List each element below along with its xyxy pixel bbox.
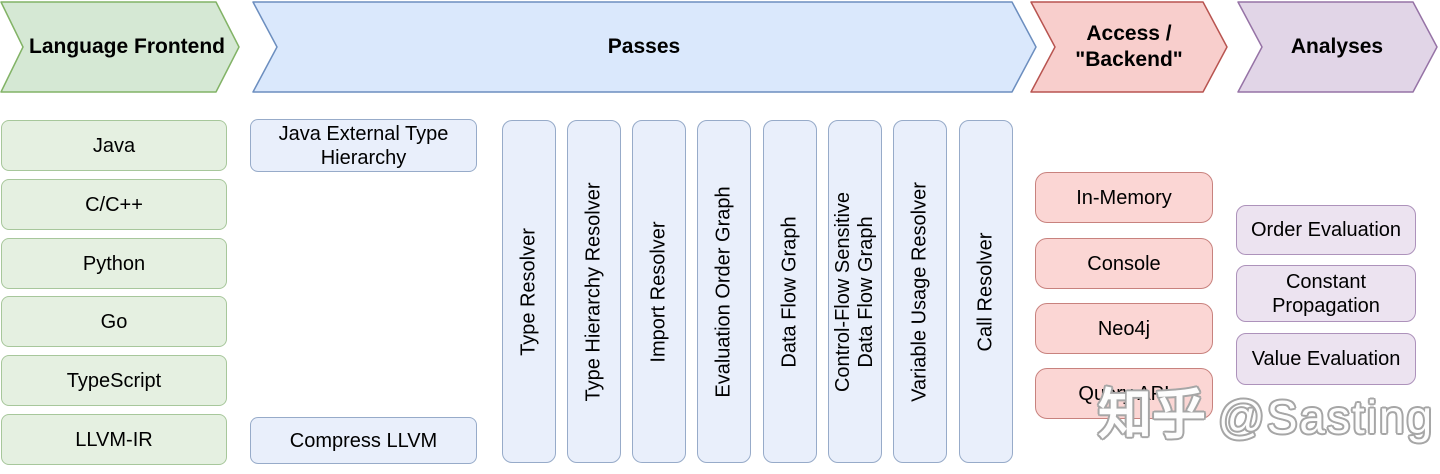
- pass-label-control-flow-sensitive-data-flow-graph: Control-Flow Sensitive Data Flow Graph: [832, 191, 877, 392]
- pass-label-variable-usage-resolver: Variable Usage Resolver: [908, 181, 931, 402]
- pass-box-type-resolver: Type Resolver: [502, 120, 556, 463]
- stage-arrow-language-frontend: [0, 1, 240, 93]
- pass-box-control-flow-sensitive-data-flow-graph: Control-Flow Sensitive Data Flow Graph: [828, 120, 882, 463]
- stage-arrow-analyses: [1237, 1, 1438, 93]
- pass-label-data-flow-graph: Data Flow Graph: [778, 215, 801, 368]
- backend-box-neo4j: Neo4j: [1035, 303, 1213, 354]
- watermark-author-handle: @Sasting: [1218, 391, 1435, 443]
- pass-box-evaluation-order-graph: Evaluation Order Graph: [697, 120, 751, 463]
- pass-label-import-resolver: Import Resolver: [647, 220, 670, 363]
- frontend-box-java: Java: [1, 120, 227, 171]
- pass-label-type-hierarchy-resolver: Type Hierarchy Resolver: [582, 182, 605, 401]
- pass-box-data-flow-graph: Data Flow Graph: [763, 120, 817, 463]
- analysis-box-constant-propagation: Constant Propagation: [1236, 265, 1416, 322]
- analysis-box-order-evaluation: Order Evaluation: [1236, 205, 1416, 255]
- stage-label-language-frontend: Language Frontend: [29, 34, 225, 58]
- stage-arrow-passes: [252, 1, 1037, 93]
- frontend-box-llvm-ir: LLVM-IR: [1, 414, 227, 465]
- stage-label-analyses: Analyses: [1290, 34, 1384, 58]
- backend-box-query-api: Query API: [1035, 368, 1213, 419]
- stage-label-access-backend: Access / "Backend": [1075, 21, 1183, 71]
- backend-box-in-memory: In-Memory: [1035, 172, 1213, 223]
- pass-label-evaluation-order-graph: Evaluation Order Graph: [712, 185, 735, 398]
- analysis-box-value-evaluation: Value Evaluation: [1236, 333, 1416, 385]
- backend-box-console: Console: [1035, 238, 1213, 289]
- pass-label-type-resolver: Type Resolver: [517, 227, 540, 356]
- watermark: 知乎@Sasting: [1098, 370, 1434, 449]
- stage-arrows: [0, 1, 1438, 93]
- pass-box-type-hierarchy-resolver: Type Hierarchy Resolver: [567, 120, 621, 463]
- pass-label-call-resolver: Call Resolver: [974, 232, 997, 351]
- pass-box-java-external-type-hierarchy: Java External Type Hierarchy: [250, 119, 477, 172]
- pass-box-call-resolver: Call Resolver: [959, 120, 1013, 463]
- pass-box-import-resolver: Import Resolver: [632, 120, 686, 463]
- frontend-box-python: Python: [1, 238, 227, 289]
- stage-arrow-access-backend: [1030, 1, 1228, 93]
- pass-box-variable-usage-resolver: Variable Usage Resolver: [893, 120, 947, 463]
- frontend-box-go: Go: [1, 296, 227, 347]
- pass-box-compress-llvm: Compress LLVM: [250, 417, 477, 464]
- watermark-zhihu-logo: 知乎: [1098, 385, 1206, 445]
- frontend-box-typescript: TypeScript: [1, 355, 227, 406]
- stage-label-passes: Passes: [607, 34, 681, 58]
- frontend-box-c-cpp: C/C++: [1, 179, 227, 230]
